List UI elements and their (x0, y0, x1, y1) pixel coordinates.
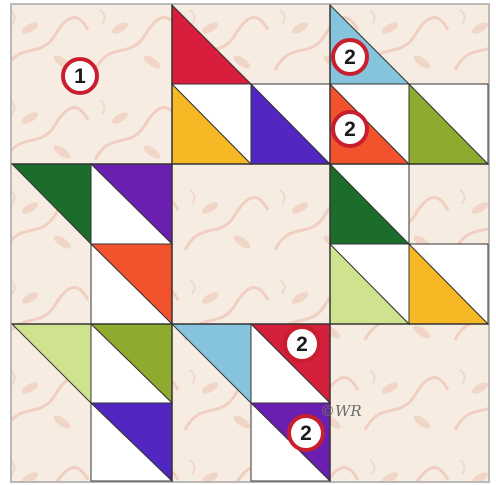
label-piece-2-top: 2 (333, 40, 367, 74)
label-number: 2 (344, 118, 356, 141)
label-piece-2-bottom: 2 (289, 416, 323, 450)
label-piece-2-lower-mid: 2 (285, 327, 319, 361)
label-number: 1 (74, 65, 86, 88)
label-piece-2-upper-mid: 2 (333, 112, 367, 146)
label-number: 2 (296, 333, 308, 356)
signature: ©WR (320, 402, 362, 420)
label-number: 2 (344, 46, 356, 69)
label-piece-1: 1 (63, 59, 97, 93)
label-number: 2 (300, 422, 312, 445)
